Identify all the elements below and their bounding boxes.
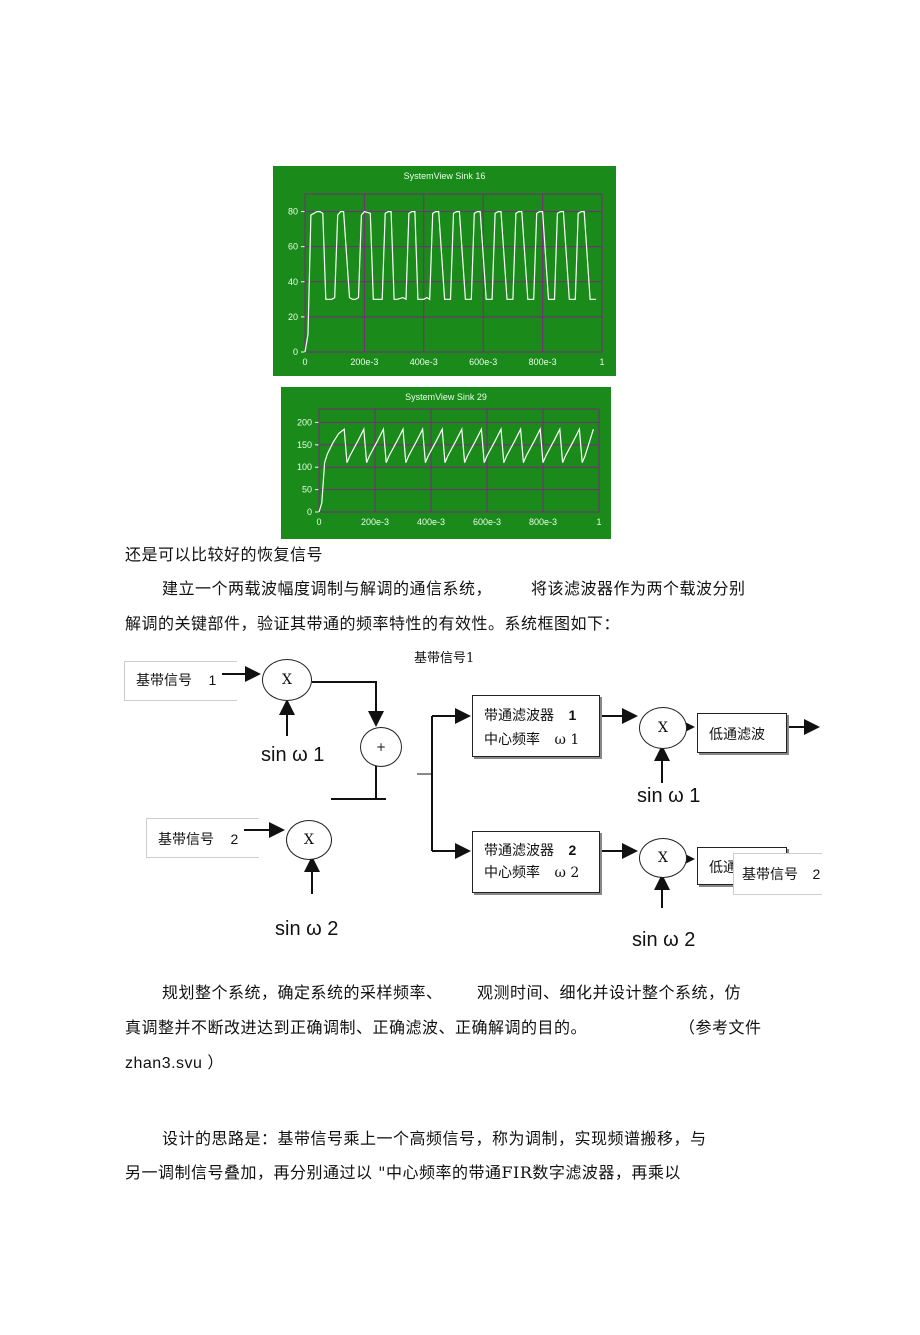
paragraph-4-part-b: 另一调制信号叠加，再分别通过以 "中心频率的带通FIR数字滤波器，再乘以 [125,1163,681,1182]
paragraph-2-part-a: 建立一个两载波幅度调制与解调的通信系统， [162,579,493,598]
bpf2-num: 2 [568,842,577,858]
chart-title: SystemView Sink 29 [405,392,487,402]
multiplier-1: X [262,659,312,701]
input1-name: 基带信号 [136,673,192,689]
multiplier-3-symbol: X [658,720,668,736]
paragraph-recover-signal: 还是可以比较好的恢复信号 [125,545,324,564]
y-tick-label: 40 [288,277,298,287]
x-tick-label: 400e-3 [410,357,438,367]
bpf2-sub: 中心频率 ω 2 [484,862,579,882]
x-tick-label: 400e-3 [417,517,445,527]
adder-symbol: + [375,740,387,754]
paragraph-3-part-a: 规划整个系统，确定系统的采样频率、 [162,983,443,1002]
bandpass-filter-1 [472,695,600,757]
paragraph-3-part-c: 真调整并不断改进达到正确调制、正确滤波、正确解调的目的。 [125,1018,588,1037]
input2-box [146,818,259,858]
x-tick-label: 200e-3 [350,357,378,367]
input2-label: 基带信号 2 [158,829,238,849]
x-tick-label: 0 [302,357,307,367]
wire-mult1-to-adder [312,681,384,727]
y-tick-label: 0 [293,347,298,357]
adder: + [360,727,402,767]
series-line [318,427,594,513]
x-tick-label: 800e-3 [529,357,557,367]
sin-omega2-label-right: sin ω 2 [632,929,696,951]
bpf2-sub-text: 中心频率 [484,865,540,881]
input1-num: 1 [208,672,217,688]
x-tick-label: 800e-3 [529,517,557,527]
multiplier-1-symbol: X [282,672,292,688]
paragraph-3-part-b: 观测时间、细化并设计整个系统，仿 [477,983,742,1002]
sin-omega1-label-right: sin ω 1 [637,785,701,807]
x-tick-label: 0 [316,517,321,527]
plot-frame [304,193,603,353]
input1-box [124,661,237,701]
multiplier-4: X [639,838,687,878]
multiplier-3: X [639,707,687,749]
output2-label: 基带信号 2 [742,864,820,884]
bpf1-sub-text: 中心频率 [484,732,540,748]
plot-frame [318,408,600,513]
bpf1-num: 1 [568,707,577,723]
y-tick-label: 0 [307,507,312,517]
y-tick-label: 60 [288,242,298,252]
paragraph-4-part-a: 设计的思路是：基带信号乘上一个高频信号，称为调制，实现频谱搬移，与 [162,1129,707,1148]
paragraph-2-part-b: 将该滤波器作为两个载波分别 [531,579,746,598]
multiplier-2-symbol: X [304,832,314,848]
input2-name: 基带信号 [158,832,214,848]
lpf1-label: 低通滤波 [709,727,765,743]
bpf1-sub: 中心频率 ω 1 [484,729,579,749]
y-tick-label: 80 [288,207,298,217]
x-tick-label: 600e-3 [473,517,501,527]
sin-omega2-label-left: sin ω 2 [275,918,339,940]
chart-background [281,387,611,539]
chart-title: SystemView Sink 16 [404,171,486,181]
multiplier-2: X [286,820,332,860]
series-line [304,210,597,353]
paragraph-2-part-c: 解调的关键部件，验证其带通的频率特性的有效性。系统框图如下： [125,614,621,633]
x-tick-label: 200e-3 [361,517,389,527]
output2-box [733,853,822,895]
y-tick-label: 50 [302,485,312,495]
output2-num: 2 [812,866,821,882]
y-tick-label: 20 [288,312,298,322]
paragraph-3-part-d: （参考文件 [679,1018,762,1037]
chart-background [273,166,616,376]
input2-num: 2 [230,831,239,847]
bpf2-freq: ω 2 [554,865,580,881]
x-tick-label: 1 [599,357,604,367]
bpf1-title-text: 带通滤波器 [484,708,554,724]
y-tick-label: 150 [297,440,312,450]
sin-omega1-label-left: sin ω 1 [261,744,325,766]
y-tick-label: 200 [297,417,312,427]
input1-label: 基带信号 1 [136,670,216,690]
chart-sink-29: SystemView Sink 29 0 200e-3 400e-3 600e-3 800… [281,387,611,539]
bpf1-title: 带通滤波器 1 [484,705,576,725]
multiplier-4-symbol: X [658,850,668,866]
output2-name: 基带信号 [742,867,798,883]
bpf2-title: 带通滤波器 2 [484,840,576,860]
lowpass-filter-1 [697,713,787,753]
paragraph-3-reference-file: zhan3.svu ） [125,1055,224,1072]
x-tick-label: 1 [596,517,601,527]
bpf2-title-text: 带通滤波器 [484,843,554,859]
diagram-connections [222,666,820,908]
diagram-top-label: 基带信号1 [414,651,475,666]
y-tick-label: 100 [297,462,312,472]
x-tick-label: 600e-3 [469,357,497,367]
bpf1-freq: ω 1 [554,732,580,748]
bandpass-filter-2 [472,831,600,893]
